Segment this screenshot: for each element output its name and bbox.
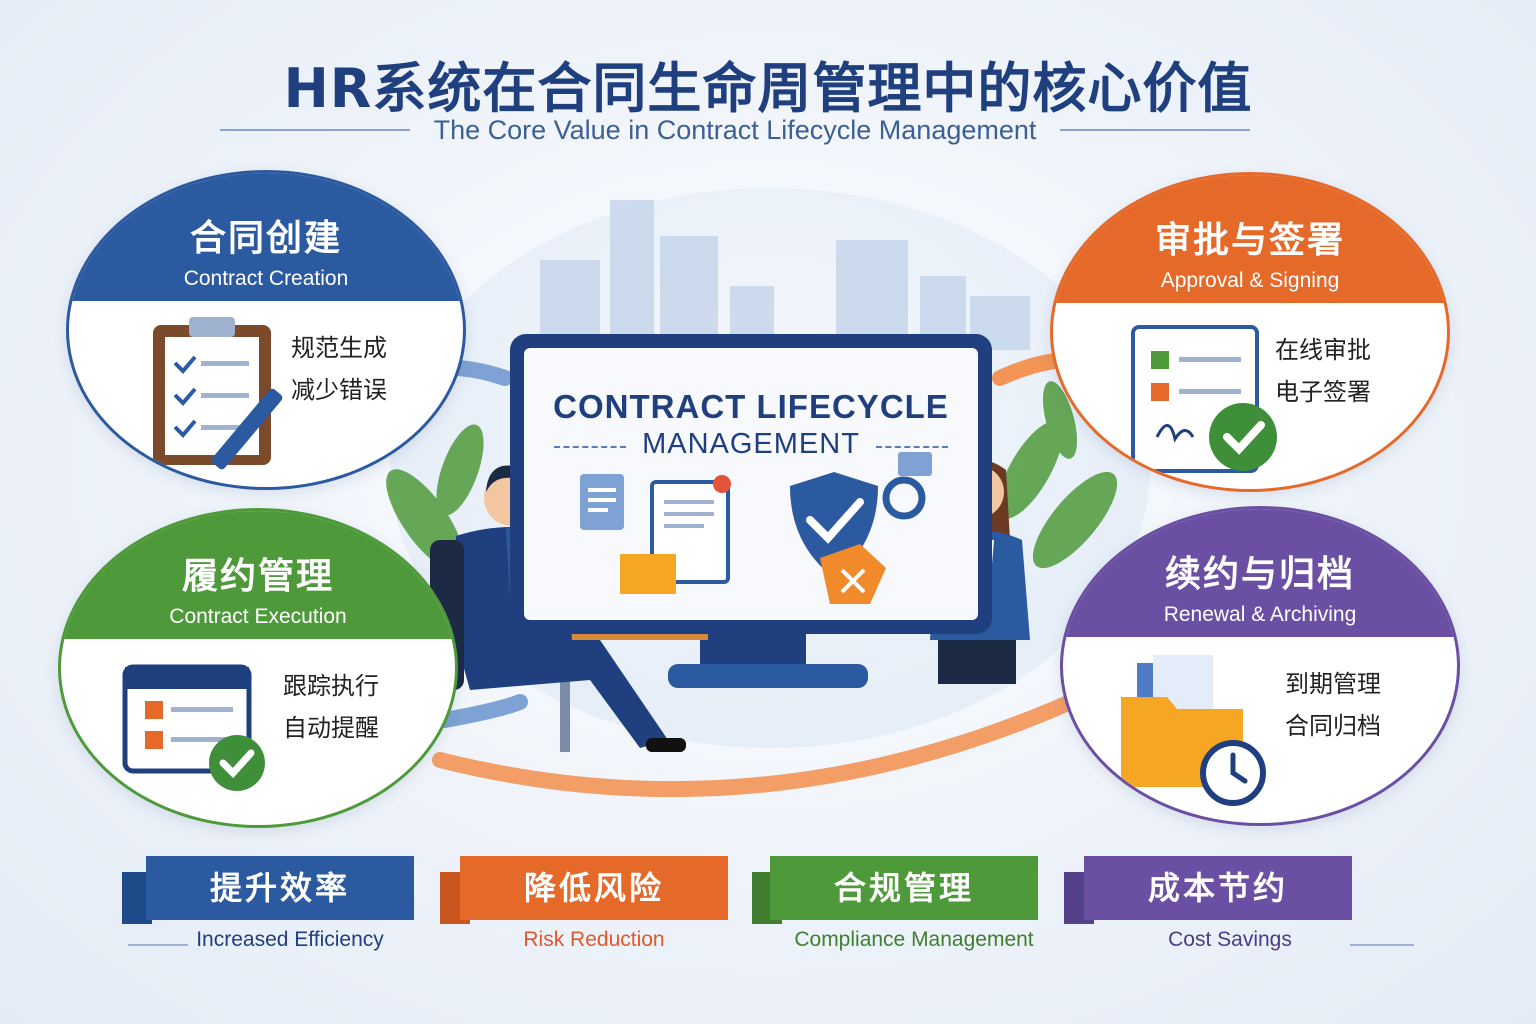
stage-point: 自动提醒 [283, 714, 379, 742]
stage-title: 续约与归档 [1164, 554, 1355, 595]
folder-clock-icon [1121, 655, 1266, 806]
stage-subtitle: Renewal & Archiving [1163, 603, 1357, 626]
stage-points: 跟踪执行 自动提醒 [283, 665, 379, 749]
stage-header: 续约与归档 Renewal & Archiving [1063, 509, 1457, 637]
stage-title: 履约管理 [181, 556, 334, 597]
stage-subtitle: Approval & Signing [1160, 269, 1340, 292]
clipboard-pen-icon [153, 317, 283, 470]
stage-contract-execution[interactable]: 履约管理 Contract Execution 跟踪执行 自动提醒 [58, 508, 458, 828]
stage-points: 在线审批 电子签署 [1275, 329, 1371, 413]
envelope-icon [620, 554, 676, 594]
calendar-check-icon [122, 664, 265, 791]
benefit-caption: Increased Efficiency [196, 928, 384, 951]
stage-point: 减少错误 [291, 376, 387, 404]
city-skyline-icon [540, 200, 1030, 350]
divider [1350, 944, 1414, 946]
monitor-base [668, 664, 868, 688]
stage-point: 到期管理 [1285, 670, 1381, 698]
stage-header: 合同创建 Contract Creation [69, 173, 463, 301]
divider [220, 129, 410, 131]
stage-body: 跟踪执行 自动提醒 [61, 639, 455, 825]
stage-header: 履约管理 Contract Execution [61, 511, 455, 639]
gear-icon [882, 476, 926, 520]
monitor: CONTRACT LIFECYCLE MANAGEMENT [510, 334, 992, 634]
benefit-caption: Cost Savings [1168, 928, 1292, 951]
stage-point: 电子签署 [1275, 378, 1371, 406]
divider [128, 944, 188, 946]
monitor-screen: CONTRACT LIFECYCLE MANAGEMENT [524, 348, 978, 620]
stage-points: 到期管理 合同归档 [1285, 663, 1381, 747]
benefit-caption: Risk Reduction [523, 928, 665, 951]
monitor-icons [580, 452, 932, 604]
stage-point: 规范生成 [291, 334, 387, 362]
stage-subtitle: Contract Creation [183, 267, 349, 290]
subtitle-row: The Core Value in Contract Lifecycle Man… [220, 112, 1250, 148]
benefit-ribbon-efficiency: 提升效率 [146, 856, 414, 920]
badge-x-icon [820, 544, 886, 604]
dashed-divider [876, 446, 948, 448]
stage-point: 跟踪执行 [283, 672, 379, 700]
stage-contract-creation[interactable]: 合同创建 Contract Creation 规范生成 减少错误 [66, 170, 466, 490]
stage-points: 规范生成 减少错误 [291, 327, 387, 411]
monitor-subtitle: MANAGEMENT [642, 428, 860, 460]
page-title: HR系统在合同生命周管理中的核心价值 [283, 57, 1253, 120]
stage-body: 到期管理 合同归档 [1063, 637, 1457, 823]
benefit-ribbon-risk: 降低风险 [460, 856, 728, 920]
benefit-caption: Compliance Management [794, 928, 1034, 951]
benefit-ribbon-compliance: 合规管理 [770, 856, 1038, 920]
stage-header: 审批与签署 Approval & Signing [1053, 175, 1447, 303]
page-subtitle: The Core Value in Contract Lifecycle Man… [433, 114, 1037, 145]
signed-document-icon [1131, 325, 1277, 473]
stage-renewal-archiving[interactable]: 续约与归档 Renewal & Archiving 到期管理 合同归档 [1060, 506, 1460, 826]
divider [1060, 129, 1250, 131]
chat-bubble-icon [898, 452, 932, 476]
monitor-stand [700, 632, 806, 668]
stage-body: 规范生成 减少错误 [69, 301, 463, 487]
stage-title: 合同创建 [189, 218, 342, 259]
stage-body: 在线审批 电子签署 [1053, 303, 1447, 489]
stage-point: 在线审批 [1275, 336, 1371, 364]
stage-point: 合同归档 [1285, 712, 1381, 740]
stage-title: 审批与签署 [1154, 220, 1345, 261]
dashed-divider [554, 446, 626, 448]
benefit-ribbon-cost: 成本节约 [1084, 856, 1352, 920]
stage-approval-signing[interactable]: 审批与签署 Approval & Signing 在线审批 电子签署 [1050, 172, 1450, 492]
stage-subtitle: Contract Execution [169, 605, 347, 628]
monitor-title: CONTRACT LIFECYCLE [553, 388, 949, 425]
